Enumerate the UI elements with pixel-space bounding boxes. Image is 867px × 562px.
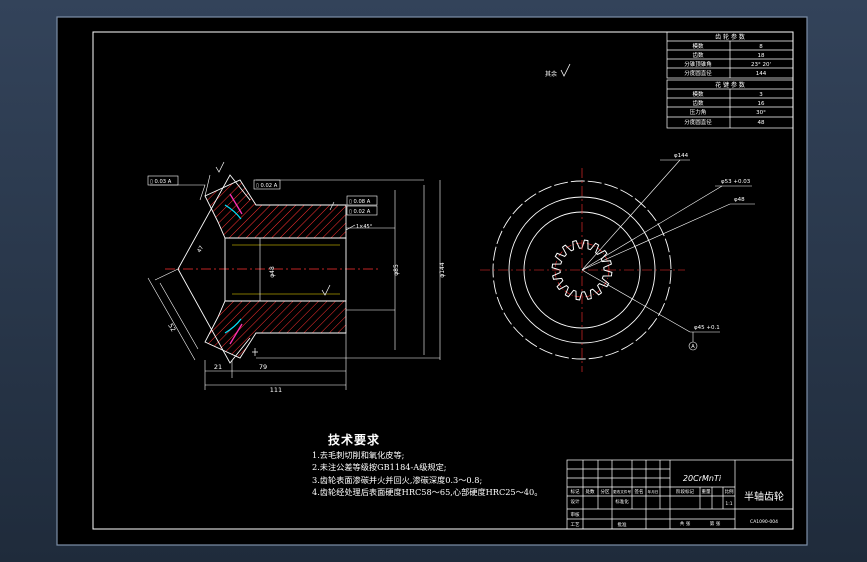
tb-count: 处数: [586, 488, 595, 495]
end-view[interactable]: [480, 159, 755, 372]
datum-label: A: [691, 344, 695, 350]
param-table-2-label-1: 模数: [692, 90, 704, 98]
chamfer-leader-icon: [345, 224, 356, 231]
tb-review: 审核: [571, 511, 580, 518]
tolerance-frame-4: ▯ 0.02 A: [349, 209, 371, 215]
dim-gear: φ144: [439, 262, 446, 278]
tolerance-frame-3: ▯ 0.08 A: [349, 199, 371, 205]
dim-diag-2: 47: [197, 245, 206, 254]
param-table-1-value-3: 23° 20': [751, 62, 771, 68]
param-table-2-label-2: 齿数: [692, 99, 704, 107]
datum-circle-icon: [688, 341, 698, 351]
roughness-tick-icon-2: [321, 284, 331, 296]
datum-marker-icon: [252, 348, 258, 356]
drawing-background: [56, 16, 808, 546]
tolerance-frame-1: ▯ 0.03 A: [150, 179, 172, 185]
tb-sign: 签名: [635, 488, 644, 495]
section-view[interactable]: [147, 161, 441, 390]
title-drawing-no: CA1090-004: [750, 519, 778, 525]
param-table-1-label-3: 分锥顶锥角: [684, 60, 712, 68]
tb-sheet: 第 张: [710, 520, 721, 527]
inner-border: [92, 31, 794, 530]
param-table-1-value-4: 144: [756, 71, 767, 77]
chamfer-label: 1×45°: [356, 224, 373, 230]
param-table-2-value-3: 30°: [756, 110, 766, 116]
dim-outer: φ85: [393, 264, 400, 276]
gear-parameter-table: [666, 31, 794, 129]
dim-21: 21: [214, 363, 222, 371]
tb-total-sheets: 共 张: [680, 520, 691, 527]
section-upper-hatch: [204, 179, 347, 239]
param-table-2-value-2: 16: [758, 101, 765, 107]
end-leader-3: φ48: [734, 197, 745, 203]
tb-stage-mark: 阶段标记: [676, 488, 694, 495]
tb-date: 年月日: [648, 489, 659, 494]
tech-req-item-4: 4.齿轮经处理后表面硬度HRC58～65,心部硬度HRC25～40。: [312, 487, 543, 498]
tb-approve: 批准: [618, 521, 627, 528]
end-leader-2: φ53 +0.03: [721, 179, 751, 185]
roughness-note: 其余: [545, 70, 557, 78]
param-table-1-label-1: 模数: [692, 42, 704, 50]
dim-diag-1: 52: [166, 322, 177, 333]
roughness-tick-icon: [215, 161, 225, 173]
param-table-2-label-4: 分度圆直径: [684, 118, 712, 126]
tb-mark: 标记: [571, 488, 580, 495]
tb-ratio: 比例: [725, 488, 734, 495]
param-table-2-title: 花 键 参 数: [715, 81, 745, 89]
param-table-1-value-2: 18: [758, 53, 765, 59]
section-lower-hatch: [204, 300, 347, 359]
param-table-2-value-4: 48: [758, 120, 765, 126]
tb-standardize: 标准化: [615, 498, 629, 505]
param-table-1-label-4: 分度圆直径: [684, 69, 712, 77]
tb-design: 设计: [571, 498, 580, 505]
tech-req-item-1: 1.去毛刺切削和氧化皮等;: [312, 449, 405, 460]
tb-change-doc: 更改文件号: [613, 489, 631, 494]
tolerance-frames: [147, 175, 378, 216]
tb-process: 工艺: [571, 522, 580, 528]
param-table-1-title: 齿 轮 参 数: [715, 33, 745, 41]
tb-weight: 重量: [702, 488, 711, 495]
end-leader-4: φ45 +0.1: [694, 325, 720, 331]
title-part-name: 半轴齿轮: [744, 490, 784, 503]
title-block: [566, 459, 794, 530]
end-leader-1: φ144: [674, 153, 689, 159]
roughness-symbol-icon: [560, 63, 571, 77]
tech-req-item-2: 2.未注公差等级按GB1184-A级规定;: [312, 462, 447, 473]
dim-79: 79: [259, 363, 267, 371]
tb-zone: 分区: [601, 488, 610, 495]
tolerance-frame-2: ▯ 0.02 A: [256, 183, 278, 189]
title-material: 20CrMnTi: [683, 474, 722, 483]
dim-111: 111: [270, 386, 282, 394]
tech-req-title: 技术要求: [328, 433, 381, 447]
param-table-2-label-3: 压力角: [690, 108, 707, 116]
param-table-1-value-1: 8: [759, 44, 763, 50]
param-table-2-value-1: 3: [759, 92, 763, 98]
section-tooth-profile: [177, 174, 251, 364]
title-scale: 1:1: [725, 501, 732, 507]
dim-bore: φ48: [269, 266, 276, 278]
tech-req-item-3: 3.齿轮表面渗碳并火并回火,渗碳深度0.3～0.8;: [312, 474, 483, 485]
technical-requirements: 技术要求 1.去毛刺切削和氧化皮等; 2.未注公差等级按GB1184-A级规定;…: [312, 434, 582, 499]
param-table-1-label-2: 齿数: [692, 51, 704, 59]
